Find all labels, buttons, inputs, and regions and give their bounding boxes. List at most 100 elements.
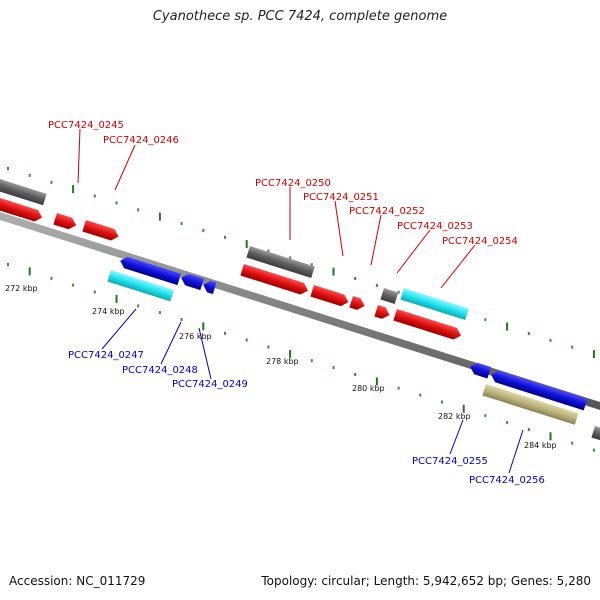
gene-label: PCC7424_0254: [442, 236, 518, 247]
gene-label: PCC7424_0245: [48, 120, 124, 131]
minor-tick: [484, 414, 487, 418]
major-tick: [289, 349, 292, 358]
blue-feature: [181, 273, 204, 291]
gene-label: PCC7424_0255: [412, 456, 488, 467]
blue-features: [120, 256, 588, 411]
gray-features: [0, 179, 600, 442]
red-feature: [349, 296, 365, 310]
minor-tick: [571, 345, 574, 349]
minor-tick: [50, 276, 53, 280]
minor-tick: [354, 277, 357, 280]
cyan-feature: [400, 288, 469, 320]
major-tick: [115, 294, 118, 303]
gray-feature: [380, 288, 399, 304]
tick-tracks: [7, 167, 595, 452]
minor-tick: [93, 194, 96, 198]
kbp-labels: 272 kbp 274 kbp 276 kbp 278 kbp 280 kbp …: [5, 284, 557, 450]
minor-tick: [7, 263, 9, 266]
major-tick: [202, 322, 205, 331]
blue-feature: [491, 370, 588, 411]
minor-tick: [93, 290, 96, 294]
minor-tick: [484, 318, 487, 322]
gene-label: PCC7424_0248: [122, 365, 198, 376]
minor-tick: [267, 345, 270, 349]
minor-tick: [180, 318, 183, 321]
red-features: [0, 198, 461, 340]
minor-tick: [592, 448, 595, 452]
minor-tick: [310, 263, 313, 267]
minor-tick: [419, 393, 422, 397]
minor-tick: [289, 256, 292, 260]
minor-tick: [50, 180, 53, 184]
major-tick: [592, 350, 595, 359]
minor-tick: [549, 338, 552, 342]
cyan-features: [107, 270, 469, 320]
minor-tick: [202, 228, 205, 232]
minor-tick: [527, 428, 530, 431]
accession-label: Accession: NC_011729: [9, 574, 146, 588]
gene-label: PCC7424_0251: [303, 192, 379, 203]
khaki-feature: [482, 384, 579, 425]
minor-tick: [267, 249, 270, 253]
kbp-label: 276 kbp: [179, 332, 212, 341]
minor-tick: [354, 373, 357, 376]
major-tick: [549, 432, 552, 441]
minor-tick: [527, 332, 530, 335]
major-tick: [375, 377, 378, 386]
kbp-label: 284 kbp: [524, 441, 557, 450]
blue-feature: [470, 362, 492, 379]
genome-summary: Topology: circular; Length: 5,942,652 bp…: [261, 574, 591, 588]
red-feature: [53, 213, 77, 230]
minor-tick: [224, 331, 226, 335]
minor-tick: [72, 283, 75, 287]
minor-tick: [441, 400, 443, 404]
gene-label: PCC7424_0256: [469, 475, 545, 486]
red-feature: [310, 285, 349, 307]
minor-tick: [115, 201, 118, 205]
blue-feature: [120, 256, 182, 286]
minor-tick: [375, 283, 378, 287]
major-tick: [72, 185, 75, 194]
kbp-label: 280 kbp: [352, 384, 385, 393]
genome-backbone: [0, 212, 600, 410]
gene-label: PCC7424_0247: [68, 350, 144, 361]
red-feature: [0, 198, 43, 222]
khaki-features: [482, 384, 579, 425]
major-tick: [462, 404, 465, 413]
minor-tick: [310, 359, 313, 363]
major-tick: [158, 212, 161, 221]
minor-tick: [180, 222, 183, 225]
minor-tick: [28, 173, 31, 177]
kbp-label: 278 kbp: [266, 357, 299, 366]
red-feature: [374, 305, 390, 319]
minor-tick: [397, 290, 400, 294]
gene-label: PCC7424_0246: [103, 135, 179, 146]
minor-tick: [158, 311, 161, 315]
gene-label: PCC7424_0249: [172, 379, 248, 390]
major-tick: [245, 240, 248, 249]
gray-feature: [591, 426, 600, 442]
major-tick: [332, 267, 335, 276]
minor-tick: [224, 235, 226, 239]
gray-feature: [246, 246, 315, 278]
gene-label: PCC7424_0252: [349, 206, 425, 217]
reverse-gene-labels: PCC7424_0247 PCC7424_0248 PCC7424_0249 P…: [68, 308, 545, 486]
cyan-feature: [107, 270, 174, 302]
gene-label: PCC7424_0250: [255, 178, 331, 189]
gene-label: PCC7424_0253: [397, 221, 473, 232]
red-feature: [393, 309, 461, 340]
major-tick: [28, 267, 31, 276]
gray-feature: [0, 179, 47, 206]
minor-tick: [245, 338, 248, 342]
minor-tick: [571, 441, 574, 445]
kbp-label: 282 kbp: [438, 412, 471, 421]
kbp-label: 274 kbp: [92, 307, 125, 316]
forward-gene-labels: PCC7424_0245 PCC7424_0246 PCC7424_0250 P…: [48, 120, 518, 289]
map-title: Cyanothece sp. PCC 7424, complete genome: [152, 9, 448, 24]
minor-tick: [7, 167, 9, 170]
minor-tick: [506, 421, 509, 425]
red-feature: [240, 264, 308, 295]
red-feature: [82, 220, 119, 241]
